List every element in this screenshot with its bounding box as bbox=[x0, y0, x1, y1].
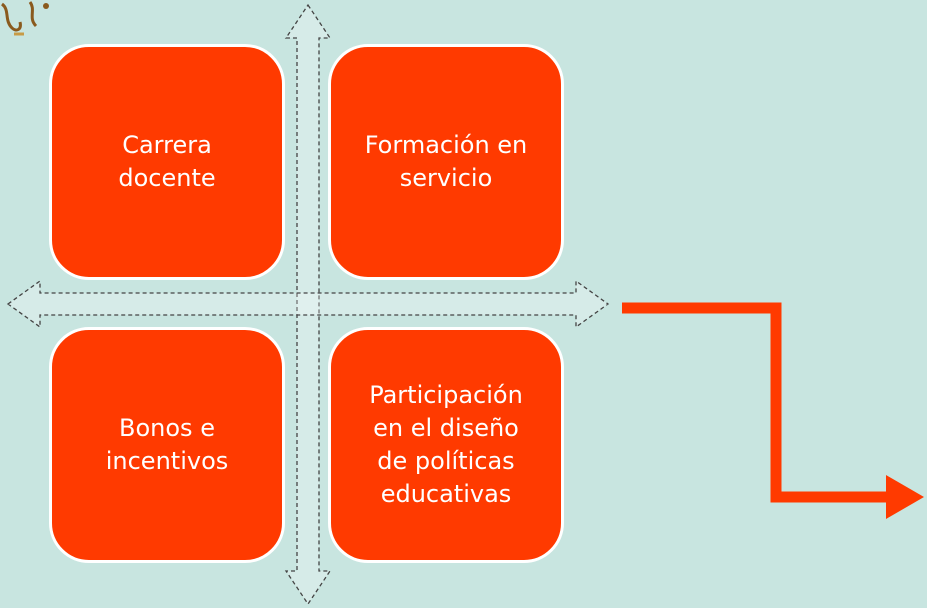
box-label-line: en el diseño bbox=[373, 414, 519, 442]
box-label-line: servicio bbox=[399, 164, 493, 192]
box-carrera-docente: Carrera docente bbox=[49, 44, 285, 280]
box-label-line: Formación en bbox=[364, 131, 528, 159]
box-label-line: educativas bbox=[380, 480, 512, 508]
box-bonos-e-incentivos: Bonos e incentivos bbox=[49, 327, 285, 563]
box-formacion-en-servicio: Formación en servicio bbox=[328, 44, 564, 280]
elbow-arrow-icon bbox=[622, 302, 924, 519]
box-label-line: Bonos e bbox=[119, 414, 215, 442]
vertical-dashed-double-arrow-icon bbox=[284, 3, 332, 606]
box-label-line: incentivos bbox=[105, 447, 229, 475]
ornament-icon bbox=[0, 1, 49, 36]
box-label-line: Carrera bbox=[122, 131, 212, 159]
box-label-line: Participación bbox=[369, 381, 523, 409]
horizontal-dashed-double-arrow-icon bbox=[6, 279, 610, 329]
box-label-line: de políticas bbox=[377, 447, 515, 475]
box-participacion-politicas: Participación en el diseño de políticas … bbox=[328, 327, 564, 563]
box-label-line: docente bbox=[118, 164, 216, 192]
